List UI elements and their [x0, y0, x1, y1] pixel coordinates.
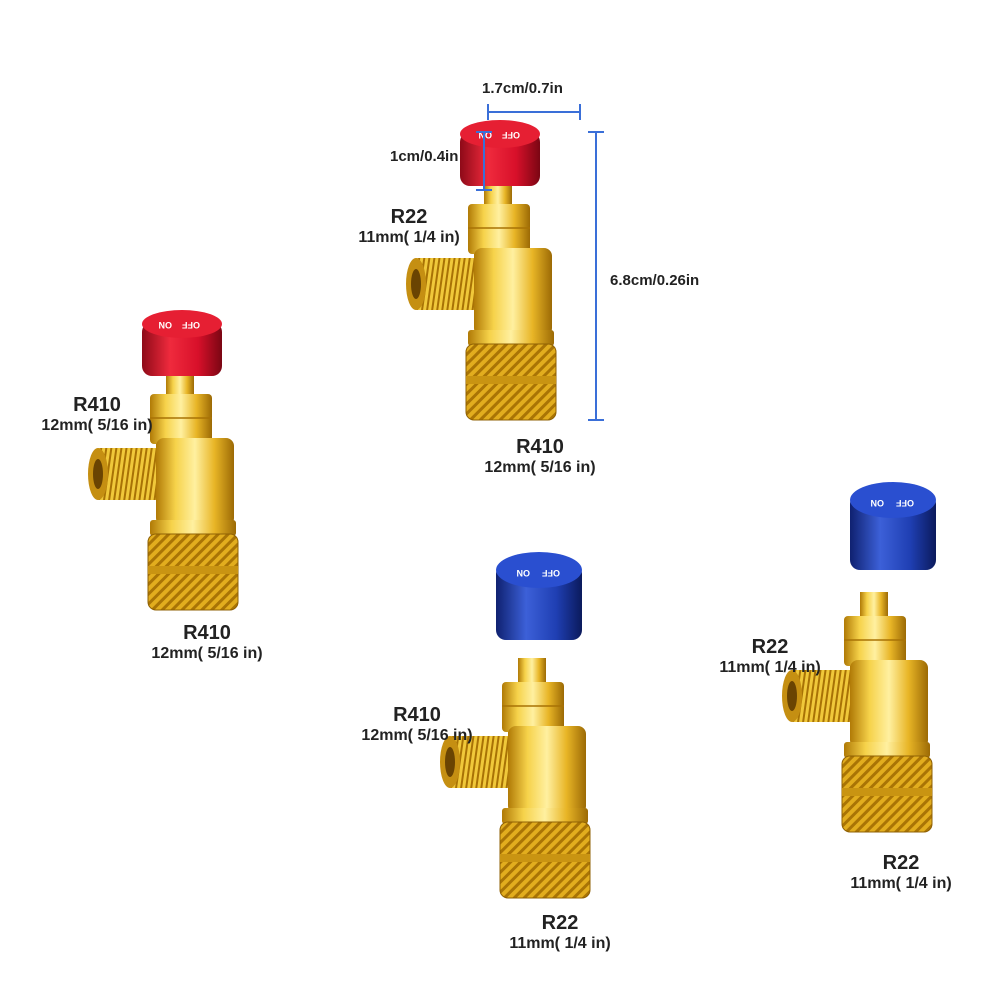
cap-on-text: ON — [479, 130, 493, 140]
cap-off-text: OFF — [502, 130, 520, 140]
valve-3-side-size: 12mm( 5/16 in) — [361, 727, 473, 744]
valve-image: ON OFF — [439, 552, 591, 899]
valve-2-side-ref: R410 — [73, 394, 121, 416]
valve-1-side-size: 11mm( 1/4 in) — [358, 229, 460, 246]
valve-3-side-label: R410 12mm( 5/16 in) — [344, 704, 490, 745]
valve-1-bottom-ref: R410 — [516, 436, 564, 458]
valve-2-bottom-ref: R410 — [183, 622, 231, 644]
valve-image: ON OFF — [405, 120, 557, 421]
valve-3-bottom-label: R22 11mm( 1/4 in) — [490, 912, 630, 953]
valve-3-bottom-size: 11mm( 1/4 in) — [509, 935, 611, 952]
valve-image: ON OFF — [87, 310, 239, 611]
cap-on-text: ON — [159, 320, 173, 330]
cap-off-text: OFF — [182, 320, 200, 330]
valve-3-side-ref: R410 — [393, 704, 441, 726]
valve-4-side-label: R22 11mm( 1/4 in) — [704, 636, 836, 677]
cap-on-text: ON — [517, 568, 531, 578]
valve-2-side-size: 12mm( 5/16 in) — [41, 417, 153, 434]
valve-2-bottom-size: 12mm( 5/16 in) — [151, 645, 263, 662]
valve-4-side-ref: R22 — [751, 636, 789, 658]
valve-4-bottom-ref: R22 — [882, 852, 920, 874]
cap-off-text: OFF — [896, 498, 914, 508]
valve-1-bottom-size: 12mm( 5/16 in) — [484, 459, 596, 476]
cap-off-text: OFF — [542, 568, 560, 578]
valve-2-side-label: R410 12mm( 5/16 in) — [24, 394, 170, 435]
valve-2-bottom-label: R410 12mm( 5/16 in) — [134, 622, 280, 663]
valve-1-side-label: R22 11mm( 1/4 in) — [346, 206, 472, 247]
valve-4-bottom-size: 11mm( 1/4 in) — [850, 875, 952, 892]
valve-1-bottom-label: R410 12mm( 5/16 in) — [470, 436, 610, 477]
valve-4-bottom-label: R22 11mm( 1/4 in) — [834, 852, 968, 893]
valve-4-side-size: 11mm( 1/4 in) — [719, 659, 821, 676]
width-dimension: 1.7cm/0.7in — [482, 80, 563, 97]
total-height-dimension: 6.8cm/0.26in — [610, 272, 700, 289]
cap-height-dimension: 1cm/0.4in — [390, 148, 459, 165]
valve-1-side-ref: R22 — [390, 206, 428, 228]
valve-3-bottom-ref: R22 — [541, 912, 579, 934]
cap-on-text: ON — [871, 498, 885, 508]
valve-image: ON OFF — [781, 482, 936, 833]
